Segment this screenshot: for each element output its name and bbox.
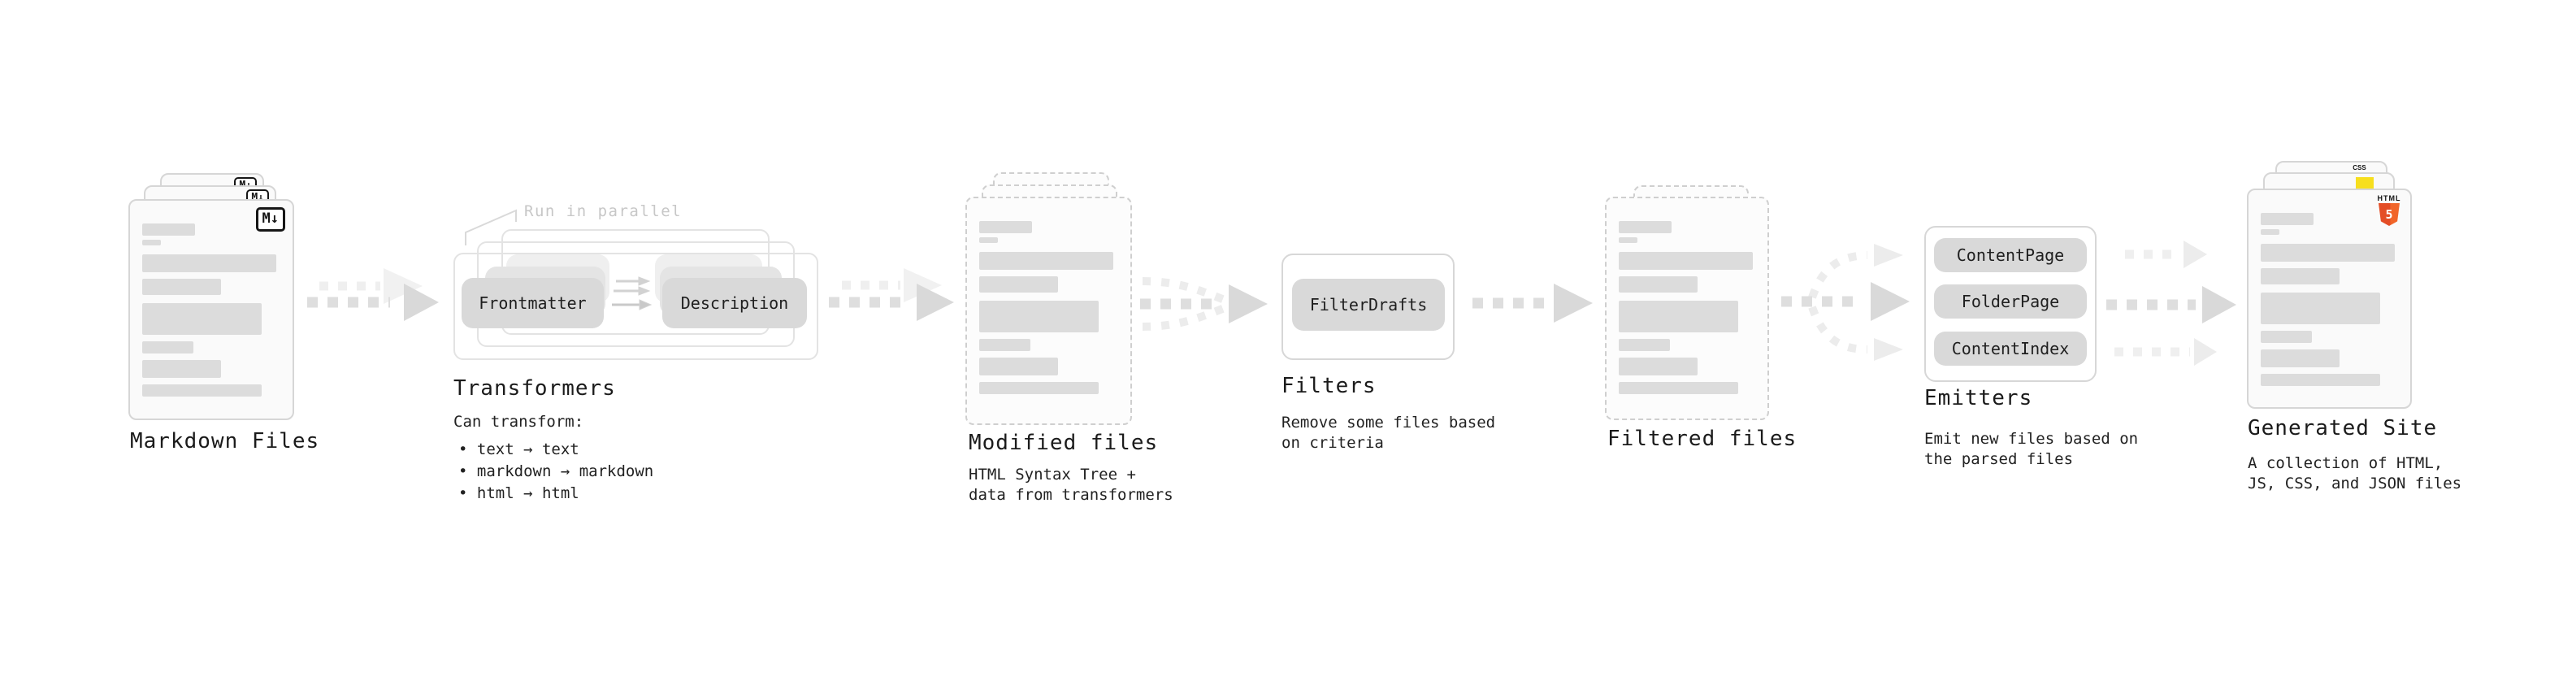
js-icon	[2356, 177, 2374, 191]
transformer-container-front	[453, 253, 818, 360]
document-card	[1605, 197, 1769, 420]
bullet-item: • html → html	[458, 484, 579, 502]
description-pill: Description	[662, 278, 807, 328]
html5-icon: HTML 5	[2374, 194, 2404, 226]
flow-arrow-filters-to-filtered	[1472, 284, 1593, 323]
stage-caption: Remove some files based on criteria	[1281, 414, 1496, 452]
run-in-parallel-annotation: Run in parallel	[524, 202, 683, 220]
frontmatter-pill: Frontmatter	[462, 278, 604, 328]
stage-caption: Emit new files based on the parsed files	[1924, 430, 2139, 468]
stage-label: Filters	[1281, 374, 1377, 398]
stage-label: Filtered files	[1607, 427, 1798, 451]
stage-label: Transformers	[453, 376, 616, 401]
doc-content-placeholder	[979, 198, 1118, 394]
css-icon-label: CSS	[2353, 164, 2366, 171]
document-card	[965, 197, 1132, 425]
contentindex-pill: ContentIndex	[1934, 332, 2087, 366]
stage-label: Emitters	[1924, 386, 2033, 410]
document-card: M↓	[128, 199, 294, 420]
stage-caption: A collection of HTML, JS, CSS, and JSON …	[2248, 454, 2462, 492]
stage-label: Markdown Files	[130, 429, 320, 453]
stage-caption: HTML Syntax Tree + data from transformer…	[969, 466, 1173, 504]
flow-arrow-modified-to-filters	[1140, 277, 1268, 331]
bullet-item: • markdown → markdown	[458, 462, 654, 480]
flow-arrow-markdown-to-transformers	[307, 268, 439, 321]
folderpage-pill: FolderPage	[1934, 284, 2087, 319]
stage-label: Generated Site	[2248, 416, 2438, 440]
stage-label: Modified files	[969, 431, 1159, 455]
flow-arrow-transformers-to-modified	[829, 268, 954, 321]
bullet-item: • text → text	[458, 440, 579, 458]
html5-icon-word: HTML	[2377, 194, 2401, 202]
doc-content-placeholder	[142, 201, 280, 397]
doc-content-placeholder	[2261, 190, 2398, 386]
html5-icon-number: 5	[2385, 207, 2393, 222]
contentpage-pill: ContentPage	[1934, 238, 2087, 272]
markdown-icon: M↓	[255, 207, 285, 232]
document-card: HTML 5	[2247, 189, 2412, 409]
flow-arrow-filtered-to-emitters	[1781, 244, 1910, 361]
doc-content-placeholder	[1619, 198, 1755, 394]
stage-caption-title: Can transform:	[453, 413, 584, 431]
filterdrafts-pill: FilterDrafts	[1292, 279, 1445, 331]
flow-arrow-emitters-to-generated	[2106, 241, 2236, 366]
transform-bullet-list: • text → text • markdown → markdown • ht…	[458, 439, 653, 505]
